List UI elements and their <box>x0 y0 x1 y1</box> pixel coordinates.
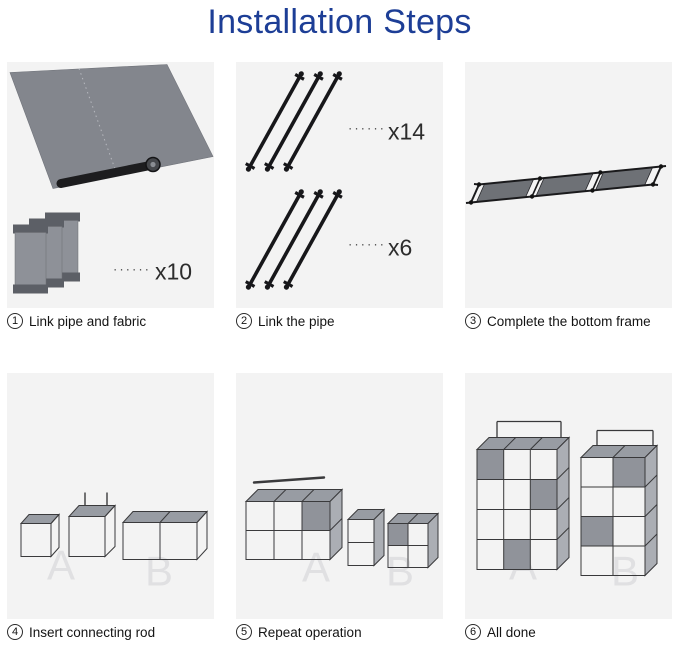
step-6-caption: 6 All done <box>465 624 672 640</box>
step-2-canvas: ······ x14 ······ x6 <box>236 62 443 308</box>
step-caption-text: Insert connecting rod <box>29 624 156 640</box>
step-number-badge: 1 <box>7 313 23 329</box>
step-number-badge: 6 <box>465 624 481 640</box>
step-caption-text: Link pipe and fabric <box>29 313 147 329</box>
page-title: Installation Steps <box>207 3 472 41</box>
step-panel-4: A B <box>7 373 214 640</box>
watermark-letter-b: B <box>611 548 639 595</box>
quantity-annotation-x10: ······ x10 <box>113 259 192 285</box>
shelf-unit-2x2 <box>386 512 440 569</box>
pipe <box>56 161 155 188</box>
watermark-letter-a: A <box>47 542 75 589</box>
step-panel-3: 3 Complete the bottom frame <box>465 62 672 329</box>
step-5-illustration: A B <box>244 476 440 595</box>
step-1-caption: 1 Link pipe and fabric <box>7 313 214 329</box>
quantity-annotation-x6: ······ x6 <box>348 235 412 261</box>
step-number-badge: 3 <box>465 313 481 329</box>
step-number-badge: 4 <box>7 624 23 640</box>
leader-dots: ······ <box>348 121 386 136</box>
quantity-annotation-x14: ······ x14 <box>348 119 425 145</box>
step-2-caption: 2 Link the pipe <box>236 313 443 329</box>
step-3-caption: 3 Complete the bottom frame <box>465 313 672 329</box>
step-panel-5: A B <box>236 373 443 640</box>
short-pipes-group <box>240 185 347 294</box>
shelf-tower-1x2 <box>346 508 386 567</box>
step-5-canvas: A B <box>236 373 443 619</box>
fabric-and-pipe <box>9 64 214 189</box>
step-caption-text: Repeat operation <box>258 624 362 640</box>
connecting-rod <box>252 476 326 484</box>
shelf-unit-3x2 <box>244 476 344 561</box>
step-panel-6: A B <box>465 373 672 640</box>
step-6-illustration: A B <box>475 420 659 595</box>
step-2-illustration: ······ x14 ······ x6 <box>240 67 425 294</box>
step-6-canvas: A B <box>465 373 672 619</box>
watermark-letter-b: B <box>386 548 414 595</box>
step-number-badge: 5 <box>236 624 252 640</box>
step-4-illustration: A B <box>19 492 209 595</box>
double-cube-unit <box>121 510 209 561</box>
finished-unit-3x4 <box>475 420 571 571</box>
long-pipes-group <box>240 67 347 176</box>
cube-unit-with-rods <box>67 492 117 558</box>
watermark-letter-a: A <box>302 544 330 591</box>
steps-grid: ······ x10 1 Link pipe and fabric <box>7 62 672 640</box>
step-4-caption: 4 Insert connecting rod <box>7 624 214 640</box>
fabric-panels-stack <box>13 212 80 294</box>
quantity-label: x10 <box>155 259 192 285</box>
quantity-label: x6 <box>388 235 412 261</box>
step-1-illustration: ······ x10 <box>9 64 214 294</box>
watermark-letters: A B <box>47 542 173 595</box>
step-caption-text: Link the pipe <box>258 313 335 329</box>
leader-dots: ······ <box>348 237 386 252</box>
step-4-canvas: A B <box>7 373 214 619</box>
cube-unit-small <box>19 513 61 558</box>
step-caption-text: Complete the bottom frame <box>487 313 651 329</box>
step-1-canvas: ······ x10 <box>7 62 214 308</box>
step-5-caption: 5 Repeat operation <box>236 624 443 640</box>
step-3-illustration <box>465 164 667 205</box>
finished-unit-2x4 <box>579 429 659 577</box>
step-panel-1: ······ x10 1 Link pipe and fabric <box>7 62 214 329</box>
step-number-badge: 2 <box>236 313 252 329</box>
watermark-letters: A B <box>302 544 414 595</box>
watermark-letter-b: B <box>145 548 173 595</box>
step-panel-2: ······ x14 ······ x6 2 Link the <box>236 62 443 329</box>
bottom-frame <box>465 164 667 205</box>
quantity-label: x14 <box>388 119 425 145</box>
step-caption-text: All done <box>487 624 536 640</box>
step-3-canvas <box>465 62 672 308</box>
leader-dots: ······ <box>113 262 151 277</box>
